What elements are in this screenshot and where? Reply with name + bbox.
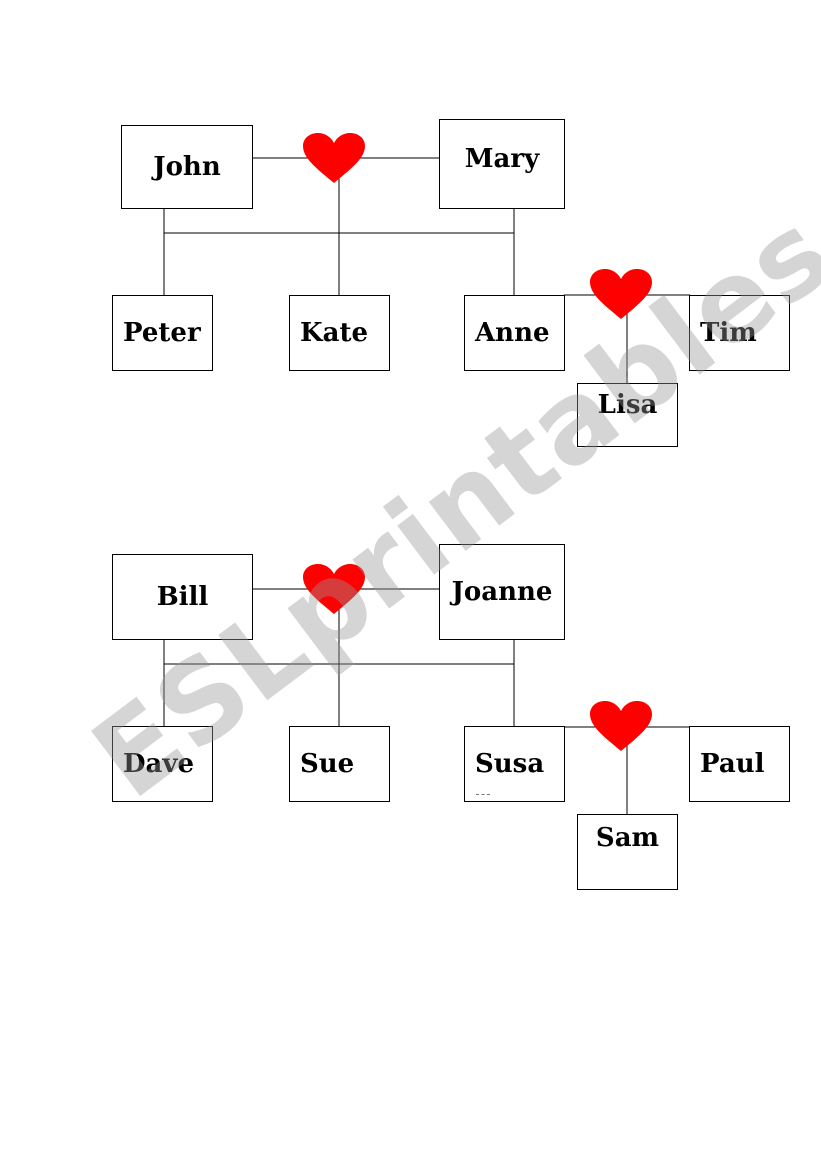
person-box-dave: Dave [112,726,213,802]
person-box-joanne: Joanne [439,544,565,640]
person-name: Mary [464,144,540,174]
person-name: Sam [595,823,660,853]
person-name: John [153,152,221,182]
person-box-susa: Susa [464,726,565,802]
person-name: Kate [300,318,368,348]
person-box-paul: Paul [689,726,790,802]
heart-icon [303,564,365,614]
person-name: Lisa [597,390,658,420]
person-box-anne: Anne [464,295,565,371]
person-box-bill: Bill [112,554,253,640]
person-name: Joanne [451,577,553,607]
person-name: Sue [300,749,355,779]
person-box-tim: Tim [689,295,790,371]
heart-icon [303,133,365,183]
person-name: Anne [475,318,550,348]
person-name: Susa [475,749,545,779]
person-box-lisa: Lisa [577,383,678,447]
person-box-peter: Peter [112,295,213,371]
person-name: Dave [123,749,195,779]
heart-icon [590,701,652,751]
person-box-sue: Sue [289,726,390,802]
person-name: Bill [156,582,209,612]
dash-mark [476,794,490,795]
heart-icon [590,269,652,319]
person-box-kate: Kate [289,295,390,371]
person-name: Peter [123,318,201,348]
person-name: Tim [700,318,757,348]
person-box-sam: Sam [577,814,678,890]
person-name: Paul [700,749,765,779]
person-box-mary: Mary [439,119,565,209]
person-box-john: John [121,125,253,209]
